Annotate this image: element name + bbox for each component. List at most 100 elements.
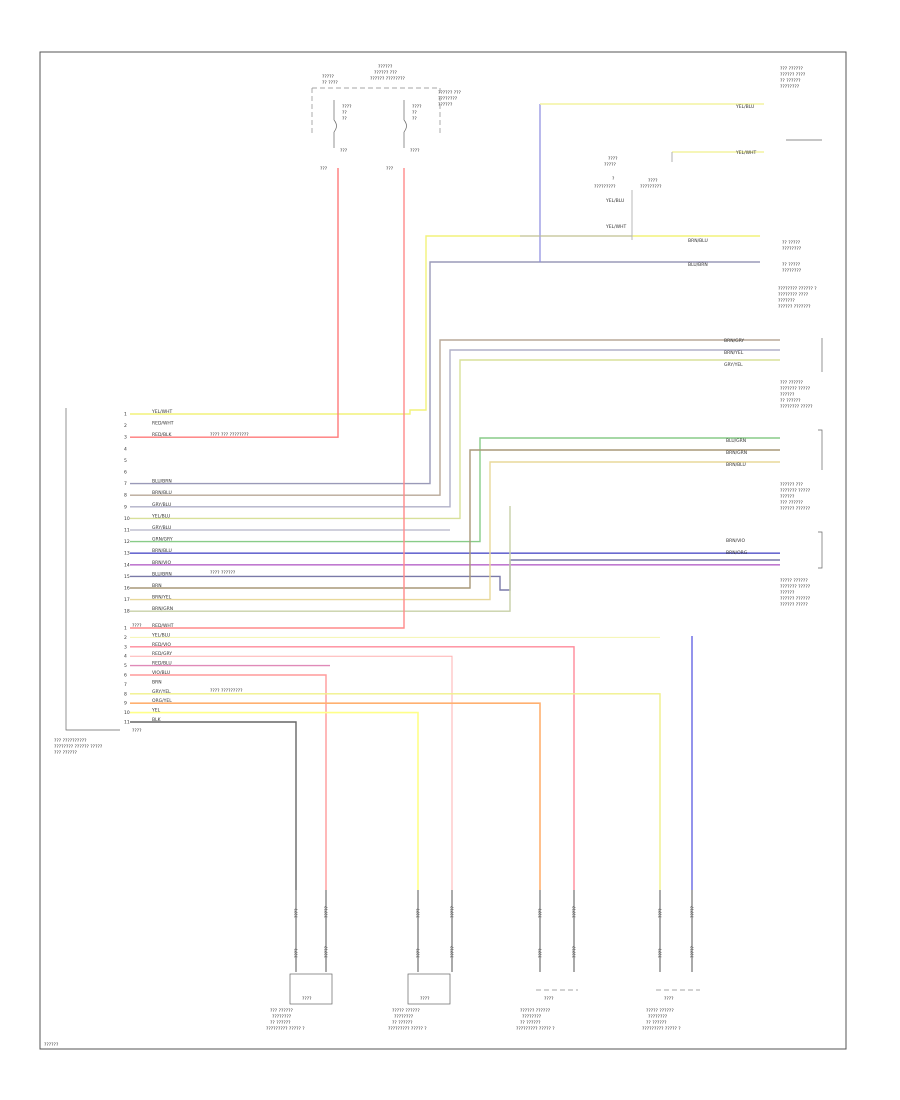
rw-13: BRN/VIO <box>726 538 746 544</box>
ground-left-4: ????????? <box>594 184 616 190</box>
sensor-4: ???? ????? ?????? ???????? ?? ?????? ???… <box>642 989 700 1032</box>
label-top-2: ?????? ???? <box>780 72 806 78</box>
group1-1: ???????? ?????? ? <box>778 286 817 292</box>
diagram-code: ?????? <box>44 1042 59 1048</box>
wire-lower-8 <box>130 693 661 890</box>
pin-lower-4: 4 <box>124 654 127 660</box>
fuse-left-wire: ??? <box>320 166 328 172</box>
label-top-1: ??? ?????? <box>780 66 804 72</box>
group4-2: ??????? ????? <box>780 584 811 590</box>
pin-upper-wire-13: BRN/BLU <box>152 548 172 554</box>
right-top-labels: ??? ?????? ?????? ???? ?? ?????? ???????… <box>594 66 817 608</box>
sensor-wire-label-b-7: ???? <box>658 948 664 958</box>
conn-a-1: ?? ????? <box>782 240 801 246</box>
pin-lower-wire-2: YEL/BLU <box>151 632 170 638</box>
pin-lower-8: 8 <box>124 691 127 697</box>
fuse-right-symbol <box>403 100 407 148</box>
fuse-right-text-2: ?? <box>412 110 417 116</box>
pin-lower-wire-7: BRN <box>152 679 162 685</box>
fuse-right-pin: ???? <box>410 148 420 154</box>
wire-upper-3 <box>130 168 339 438</box>
bracket-group2 <box>818 429 823 470</box>
pin-lower-wire-1: RED/WHT <box>152 623 174 629</box>
wire-lower-10 <box>130 711 419 890</box>
sensor-1: ???? ??? ?????? ???????? ?? ?????? ?????… <box>266 973 333 1032</box>
ground-right-1: ???? <box>648 178 658 184</box>
group2-2: ??????? ????? <box>780 386 811 392</box>
rw-14: BRN/ORG <box>726 550 748 556</box>
pin-lower-wire-8: GRY/YEL <box>152 689 171 695</box>
fuse-left-text-2: ?? <box>342 110 347 116</box>
sensor-wire-label-b-4: ????? <box>450 945 456 958</box>
fuse-left-text-3: ?? <box>342 116 347 122</box>
sensor-4-line-3: ?? ?????? <box>646 1020 667 1026</box>
lower-connector-code: ???? <box>132 623 142 629</box>
pin-lower-wire-3: RED/VIO <box>152 642 171 648</box>
pin-lower-1: 1 <box>124 626 127 632</box>
pin-upper-2: 2 <box>124 423 127 429</box>
pin-upper-wire-16: BRN <box>152 583 162 589</box>
left-module-outline <box>65 408 120 731</box>
sensor-wire-label-b-3: ???? <box>416 948 422 958</box>
sensor-wire-label-5: ???? <box>538 908 544 918</box>
pin-upper-6: 6 <box>124 470 127 476</box>
right-wire-labels: YEL/BLU YEL/WHT YEL/BLU YEL/WHT BRN/BLU … <box>605 104 756 556</box>
sensor-wire-label-8: ????? <box>690 905 696 918</box>
pin-lower-10: 10 <box>124 710 130 716</box>
group4-3: ?????? <box>780 590 795 596</box>
pin-lower-3: 3 <box>124 644 127 650</box>
pin-upper-wire-15: BLU/BRN <box>152 571 172 577</box>
pin-upper-5: 5 <box>124 458 127 464</box>
sensor-wire-label-6: ????? <box>572 905 578 918</box>
note-2: ???? ?????? <box>210 570 236 576</box>
pin-upper-4: 4 <box>124 446 127 452</box>
fuse-left-pin: ??? <box>340 148 348 154</box>
ground-right-2: ????????? <box>640 184 662 190</box>
wire-upper-16 <box>130 449 780 589</box>
note-3: ???? ????????? <box>210 688 243 694</box>
sensor-4-line-1: ????? ?????? <box>646 1008 674 1014</box>
bracket-group3 <box>818 531 823 569</box>
sensor-2: ???? ????? ?????? ???????? ?? ?????? ???… <box>388 973 451 1032</box>
pin-upper-9: 9 <box>124 504 127 510</box>
sensor-wire-label-b-5: ???? <box>538 948 544 958</box>
fuse-label-left-1: ????? <box>322 74 335 80</box>
fuse-label-right-1: ?????? ??? <box>438 90 462 96</box>
sensor-wire-label-b-2: ????? <box>324 945 330 958</box>
rw-9: GRY/YEL <box>724 362 743 368</box>
sensor-wire-label-4: ????? <box>450 905 456 918</box>
group3-4: ??? ?????? <box>780 500 804 506</box>
fuse-left-symbol <box>333 100 337 148</box>
sensor-wire-label-3: ???? <box>416 908 422 918</box>
sensor-4-line-4: ????????? ????? ? <box>642 1026 681 1032</box>
pin-upper-1: 1 <box>124 412 127 418</box>
pin-upper-wire-12: GRN/GRY <box>152 537 173 543</box>
sensor-wire-label-7: ???? <box>658 908 664 918</box>
pin-lower-9: 9 <box>124 701 127 707</box>
sensor-wire-label-b-1: ???? <box>294 948 300 958</box>
pin-lower-2: 2 <box>124 635 127 641</box>
group1-2: ???????? ???? <box>778 292 809 298</box>
pin-upper-wire-11: GRY/BLU <box>152 525 171 531</box>
wire-upper-15 <box>130 559 780 591</box>
rw-2: YEL/WHT <box>735 150 756 156</box>
pin-upper-7: 7 <box>124 481 127 487</box>
sensor-2-line-3: ?? ?????? <box>392 1020 413 1026</box>
wire-lower-9 <box>130 702 541 890</box>
pin-lower-wire-11: BLK <box>152 717 162 723</box>
sensor-3: ???? ?????? ?????? ???????? ?? ?????? ??… <box>516 989 578 1032</box>
fuse-label-center-1: ?????? <box>378 64 393 70</box>
pin-upper-wire-7: BLU/BRN <box>152 479 172 485</box>
wire-upper-1 <box>130 235 760 415</box>
left-module-label-1: ??? ?????????? <box>54 738 87 744</box>
pin-upper-12: 12 <box>124 539 130 545</box>
conn-a-2: ???????? <box>782 246 802 252</box>
sensor-2-line-2: ???????? <box>394 1014 414 1020</box>
group3-1: ?????? ??? <box>780 482 804 488</box>
pin-lower-wire-4: RED/GRY <box>152 651 172 657</box>
left-module-label-3: ??? ?????? <box>54 750 78 756</box>
sensor-wire-labels: ????????????????????????????????????????… <box>294 905 696 958</box>
label-top-3: ?? ?????? <box>780 78 801 84</box>
group1-3: ??????? <box>778 298 795 304</box>
